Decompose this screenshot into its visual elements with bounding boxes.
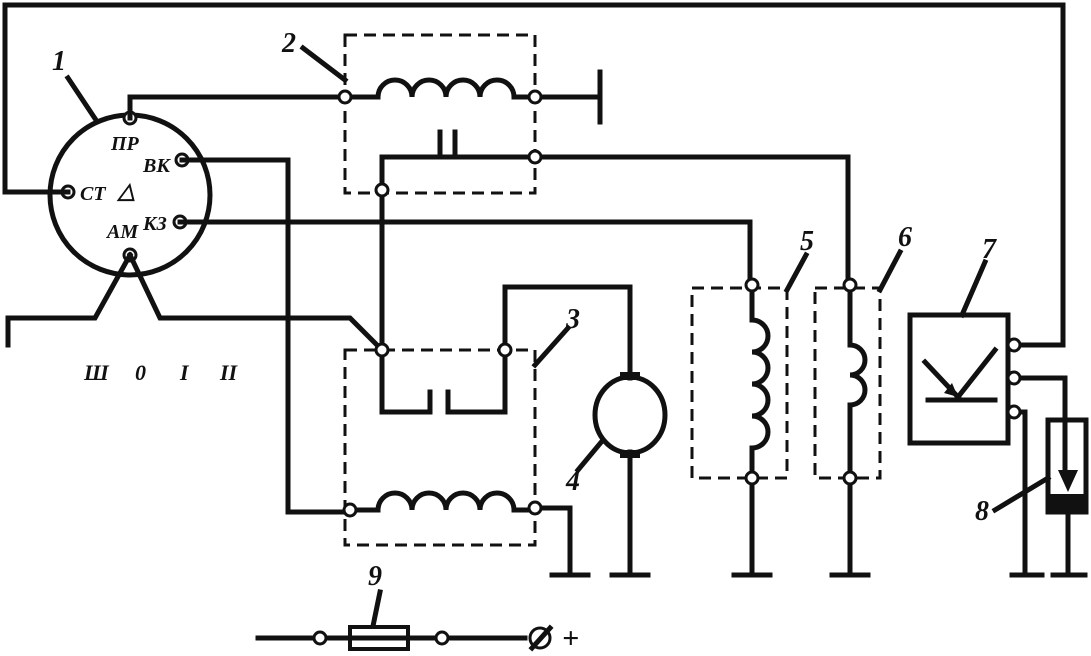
relay2-node-right [527, 89, 543, 105]
meter-terminal-2 [1006, 370, 1022, 386]
sensor-arrow-icon [1058, 470, 1078, 492]
position-2: II [219, 360, 239, 385]
leader-7 [958, 258, 989, 319]
relay-3: 3 [342, 304, 580, 547]
wire-relay2-coil6 [532, 154, 851, 288]
wire-vk-relay3 [179, 157, 353, 515]
meter-arrow-icon [944, 383, 958, 397]
label-5: 5 [800, 226, 814, 257]
supply-terminal-slash [528, 624, 554, 652]
wire-am-left [5, 251, 134, 348]
label-vk: ВК [142, 155, 171, 177]
label-1: 1 [52, 46, 66, 77]
meter: 7 [907, 234, 1022, 446]
leader-8 [991, 474, 1052, 514]
leader-1 [64, 74, 100, 124]
relay2-coil [345, 77, 535, 100]
relay2-node-contact [527, 149, 543, 165]
coil6-winding [847, 285, 868, 478]
wire-relay3-contact-left [379, 347, 433, 415]
wire-relay3-ground [532, 505, 573, 578]
relay3-node-coil-right [527, 500, 543, 516]
position-1: I [179, 360, 190, 385]
coil-6: 6 [813, 222, 912, 486]
fuse-line: + 9 [255, 561, 579, 655]
wire-kz-coil5 [177, 219, 753, 288]
meter-body [907, 312, 1011, 446]
wire-am-right [126, 251, 386, 354]
position-sh: Ш [83, 360, 110, 385]
coil5-winding [749, 285, 771, 478]
relay3-node-left [374, 342, 390, 358]
coil5-frame [690, 286, 789, 480]
leader-5 [783, 251, 810, 294]
label-kz: КЗ [142, 213, 167, 235]
label-4: 4 [565, 466, 580, 497]
supply-plus: + [562, 622, 579, 655]
relay2-frame [343, 33, 537, 195]
sensor: 8 [975, 417, 1089, 527]
meter-terminal-3 [1006, 404, 1022, 420]
wire-pr-relay2 [127, 94, 348, 121]
wire-meter-sensor [1015, 375, 1068, 473]
coil5-node-bottom [744, 470, 760, 486]
wire-relay2-contact-left [379, 129, 458, 193]
leader-2 [299, 44, 349, 84]
leader-6 [876, 248, 904, 294]
meter-terminal-1 [1006, 337, 1022, 353]
coil6-node-top [842, 277, 858, 293]
label-am: АМ [105, 221, 139, 243]
wire-relay3-contact-right [445, 347, 508, 415]
motor: 4 [565, 372, 668, 497]
motor-brush-top [620, 372, 640, 380]
label-7: 7 [982, 234, 997, 265]
coil5-node-top [744, 277, 760, 293]
coil6-node-bottom [842, 470, 858, 486]
relay-2: 2 [281, 28, 543, 198]
relay2-node-left [337, 89, 353, 105]
relay3-node-coil-left [342, 502, 358, 518]
motor-brush-bottom [620, 450, 640, 458]
triangle-icon: △ [116, 178, 135, 203]
label-pr: ПР [110, 133, 140, 155]
wire-relay3-motor [502, 284, 633, 381]
label-6: 6 [898, 222, 912, 253]
relay3-coil [350, 490, 535, 513]
label-2: 2 [281, 28, 296, 59]
meter-needle-right [954, 346, 999, 401]
position-0: 0 [135, 360, 146, 385]
fuse-node-right [434, 630, 450, 646]
label-st: СТ [80, 183, 106, 205]
label-8: 8 [975, 496, 989, 527]
sensor-base [1048, 494, 1086, 512]
leader-9 [370, 589, 383, 629]
leader-4 [574, 436, 607, 474]
coil-5: 5 [690, 226, 814, 486]
relay3-node-right [497, 342, 513, 358]
label-9: 9 [368, 561, 382, 592]
relay3-frame [343, 348, 537, 547]
fuse-node-left [312, 630, 328, 646]
relay2-node-bottom [374, 182, 390, 198]
leader-3 [531, 324, 572, 369]
wiring [2, 2, 1088, 578]
wire-st-meter [2, 2, 1066, 348]
motor-body [592, 374, 668, 456]
